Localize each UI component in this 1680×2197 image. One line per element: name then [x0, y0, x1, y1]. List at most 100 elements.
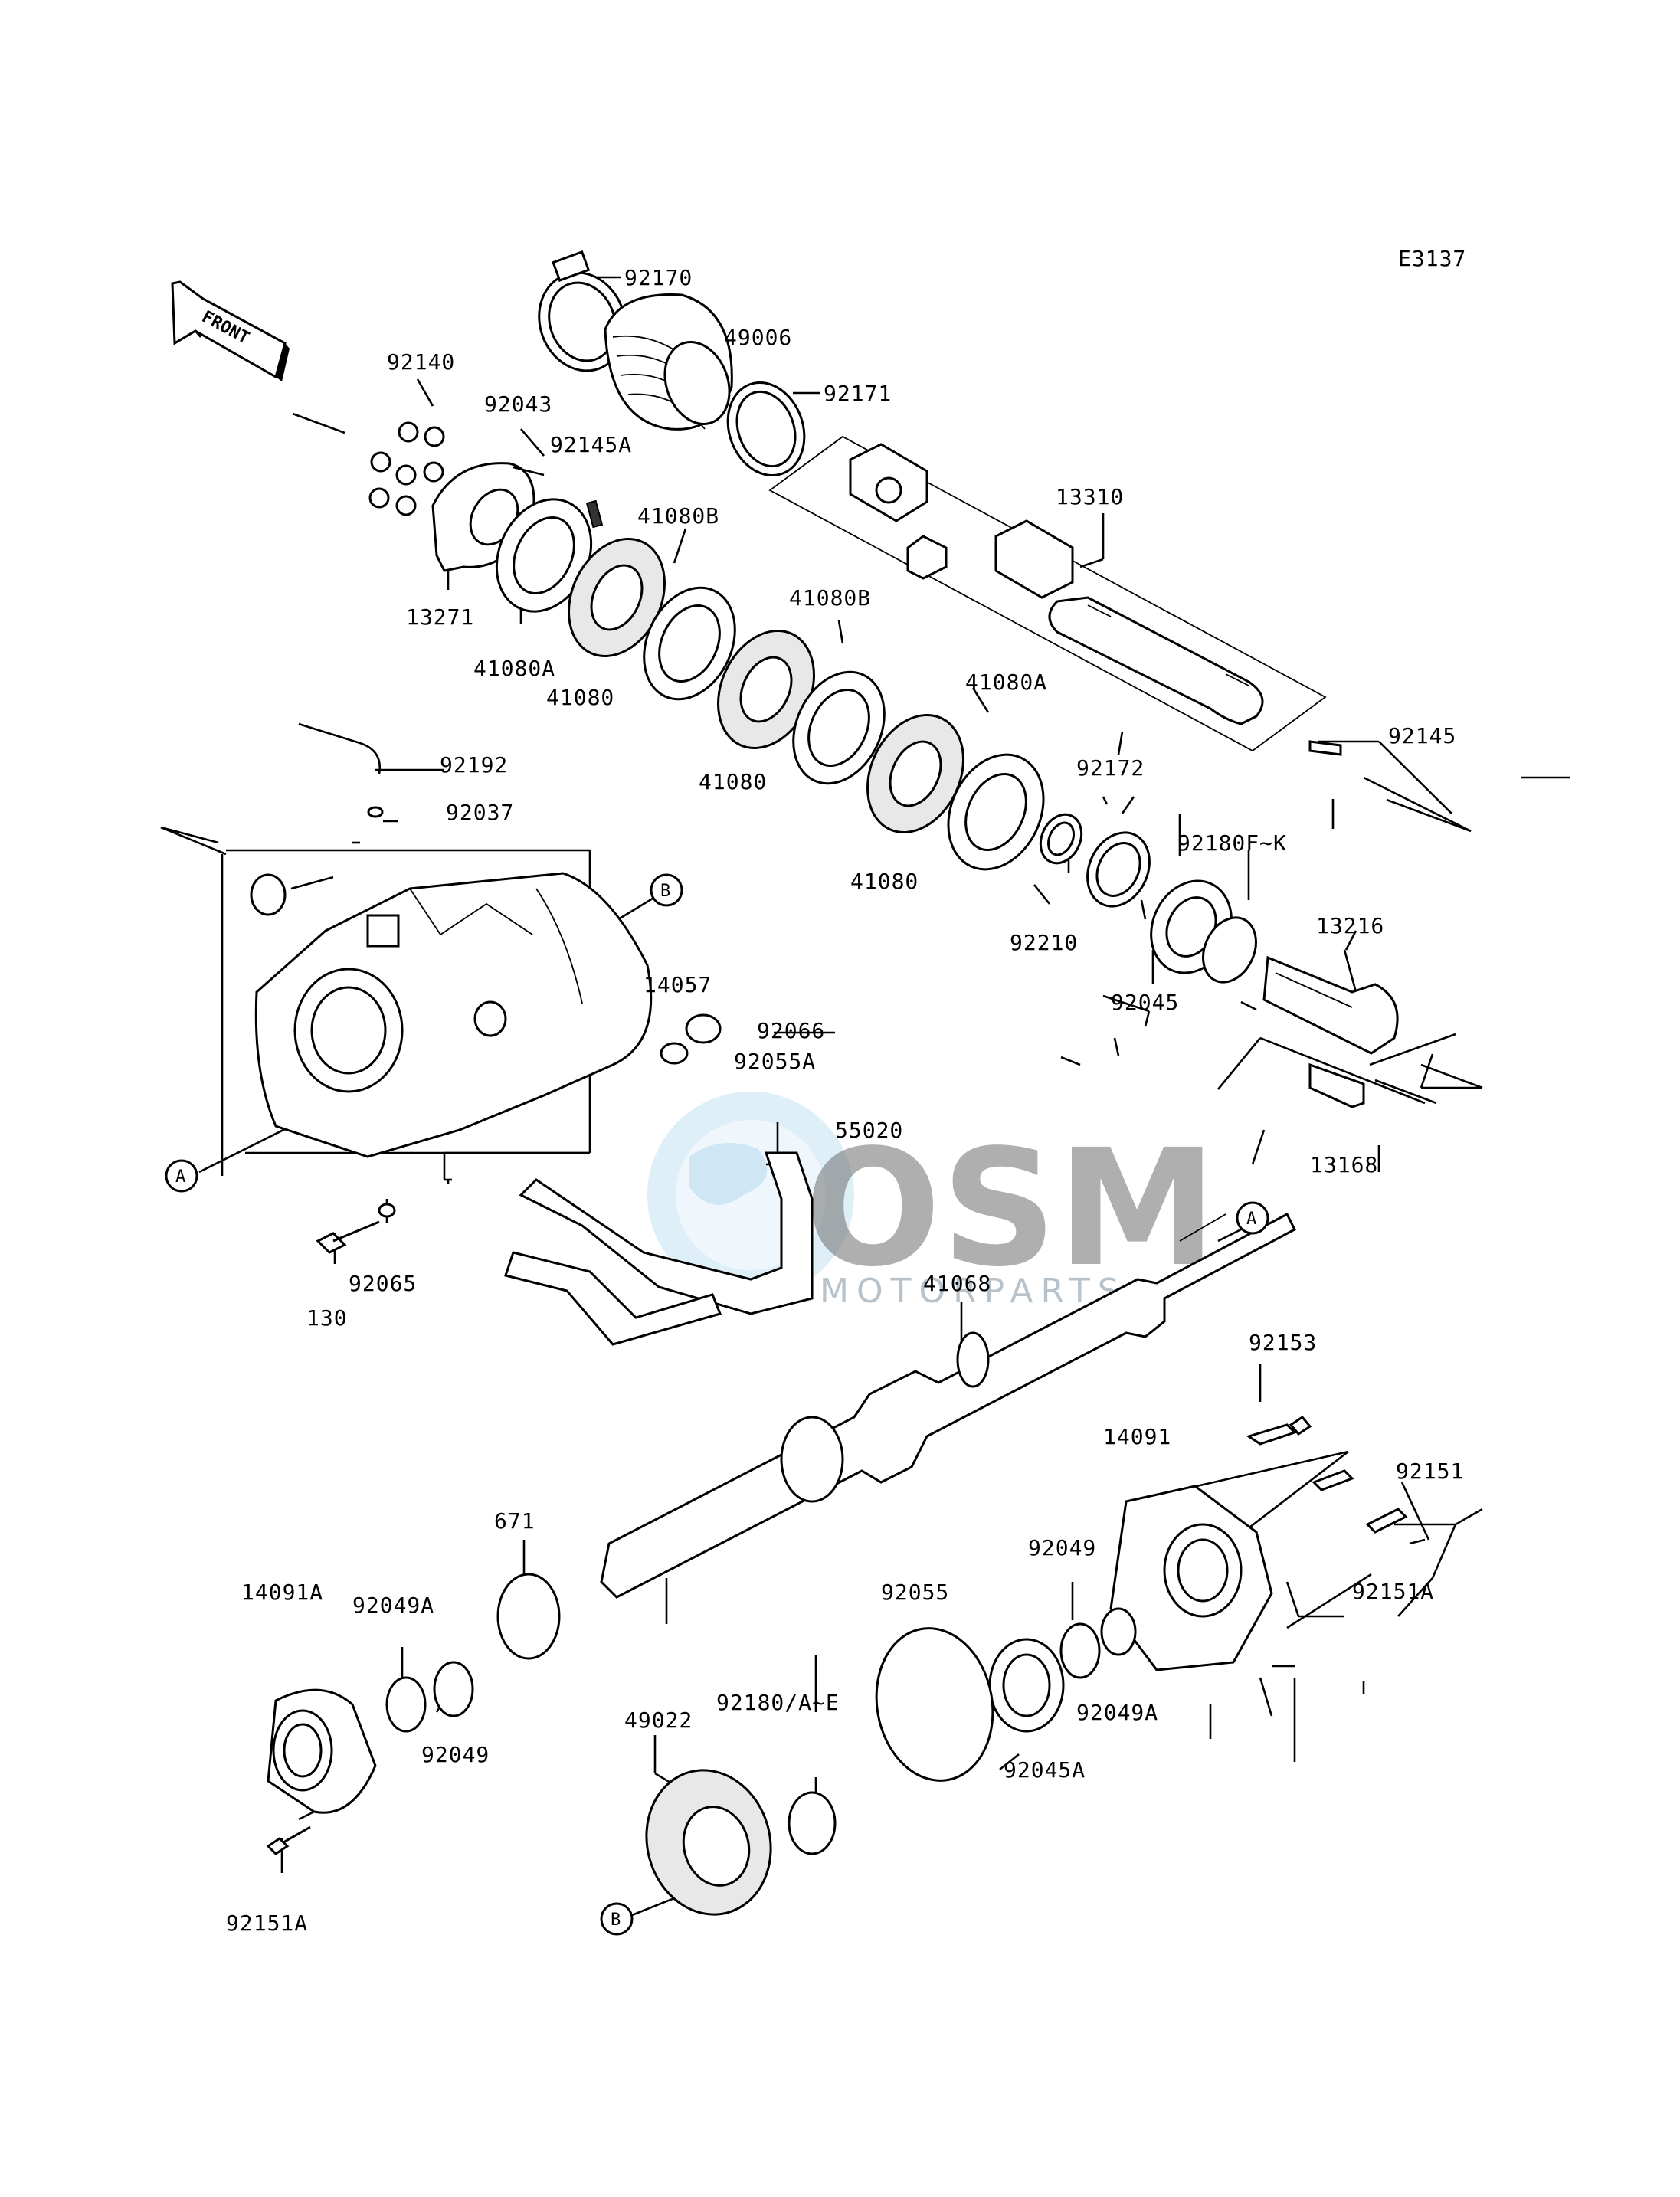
tube-92192 [298, 722, 382, 774]
label-92170: 92170 [624, 265, 693, 290]
seal-92049-left [433, 1661, 474, 1717]
pinion-13216 [1262, 955, 1399, 1055]
label-13310: 13310 [1056, 484, 1124, 509]
callout-b-top [650, 873, 683, 907]
label-92145A: 92145A [550, 432, 632, 457]
bolt-92153 [1246, 1416, 1312, 1446]
bolt-130 [316, 1220, 380, 1254]
label-92055: 92055 [881, 1580, 949, 1605]
pin-92043 [513, 466, 545, 476]
plate-41080A-2 [947, 753, 1045, 871]
bolt-92151A-right [1365, 1508, 1408, 1534]
part-labels: 92170 49006 92171 92140 92043 92145A 410… [226, 265, 1464, 1936]
oring-92055 [875, 1627, 994, 1782]
label-13271: 13271 [406, 604, 474, 630]
washer-92065 [378, 1203, 396, 1218]
callout-a-left [165, 1159, 198, 1193]
callout-a-left-label: A [175, 1167, 185, 1187]
shaft-13168 [1308, 1062, 1365, 1108]
spring-92145A [585, 499, 604, 529]
label-13168: 13168 [1310, 1152, 1378, 1177]
watermark-brand: OSM [804, 1115, 1217, 1302]
label-14091A: 14091A [241, 1580, 323, 1605]
bolt-92151 [1312, 1469, 1354, 1491]
label-41080A-1: 41080A [473, 656, 555, 681]
callout-a-right-label: A [1246, 1210, 1256, 1229]
label-92049A-left: 92049A [352, 1593, 434, 1618]
oring-92055A [660, 1042, 689, 1065]
callout-a-right [1236, 1201, 1269, 1235]
balls-92140 [368, 421, 445, 516]
nut-left [250, 873, 287, 916]
label-92049-right: 92049 [1028, 1535, 1096, 1560]
label-130: 130 [306, 1305, 348, 1331]
label-92145: 92145 [1388, 723, 1456, 748]
label-41068: 41068 [923, 1271, 991, 1296]
label-92153: 92153 [1249, 1330, 1317, 1355]
pin-92145 [1308, 740, 1342, 756]
seal-92049A-left [385, 1676, 427, 1733]
friction-plate-41080-2 [717, 629, 815, 750]
label-92066: 92066 [757, 1018, 825, 1043]
label-92172: 92172 [1076, 755, 1145, 781]
label-92180FK: 92180F~K [1177, 830, 1287, 856]
seal-92049-right [1059, 1622, 1101, 1679]
shaft-41068 [600, 1212, 1296, 1599]
label-49006: 49006 [724, 325, 792, 350]
callout-b-bottom [600, 1902, 634, 1936]
propeller-shaft-13310 [768, 435, 1327, 752]
plate-41080B-1 [643, 586, 736, 701]
cover-14091 [1109, 1485, 1273, 1671]
label-13216: 13216 [1316, 913, 1384, 938]
label-92180AE: 92180/A~E [716, 1690, 840, 1715]
label-92049-left: 92049 [421, 1742, 490, 1767]
label-92049A-right: 92049A [1076, 1700, 1158, 1725]
ring-gear-49022 [645, 1769, 772, 1916]
label-92210: 92210 [1010, 930, 1078, 955]
shim-92180FK [1202, 916, 1257, 984]
watermark-sub: MOTORPARTS [820, 1272, 1127, 1311]
label-14091: 14091 [1103, 1424, 1171, 1449]
label-41080B-1: 41080B [637, 503, 719, 529]
label-92151A-right: 92151A [1352, 1579, 1434, 1604]
label-49022: 49022 [624, 1708, 693, 1733]
label-92045A: 92045A [1004, 1757, 1086, 1783]
label-92043: 92043 [484, 391, 552, 417]
label-41080A-2: 41080A [965, 670, 1047, 695]
plate-41080A-1 [495, 498, 593, 613]
bolt-92151A-left [266, 1825, 311, 1855]
label-41080-1: 41080 [546, 685, 614, 710]
parts [250, 250, 1408, 1916]
housing-14057 [254, 872, 653, 1158]
label-92192: 92192 [440, 752, 508, 778]
diagram-code: E3137 [1398, 246, 1466, 271]
friction-plate-41080-3 [866, 713, 964, 834]
label-92151A-left: 92151A [226, 1911, 308, 1936]
label-92151: 92151 [1396, 1459, 1464, 1484]
clip-92037 [367, 806, 384, 818]
label-55020: 55020 [835, 1118, 903, 1143]
friction-plate-41080-1 [568, 537, 666, 658]
label-41080-3: 41080 [850, 869, 919, 894]
boot-49006 [604, 293, 733, 431]
plate-41080B-2 [792, 670, 886, 785]
shim-92180AE [788, 1791, 837, 1855]
label-92055A: 92055A [734, 1049, 816, 1074]
label-92037: 92037 [446, 800, 514, 825]
label-14057: 14057 [644, 972, 712, 997]
label-41080-2: 41080 [699, 769, 767, 794]
plug-92066 [685, 1013, 722, 1044]
label-92065: 92065 [349, 1271, 417, 1296]
label-92171: 92171 [824, 381, 892, 406]
cover-14091A [267, 1688, 377, 1814]
front-arrow-icon: FRONT [171, 280, 290, 381]
label-41080B-2: 41080B [789, 585, 871, 611]
bracket-55020 [504, 1151, 814, 1346]
label-92045: 92045 [1111, 990, 1179, 1015]
oring-671 [496, 1573, 561, 1660]
label-671: 671 [494, 1508, 535, 1534]
callouts: B A A B [165, 873, 1269, 1936]
label-92140: 92140 [387, 349, 455, 375]
seal-92049A-right [1100, 1607, 1137, 1656]
